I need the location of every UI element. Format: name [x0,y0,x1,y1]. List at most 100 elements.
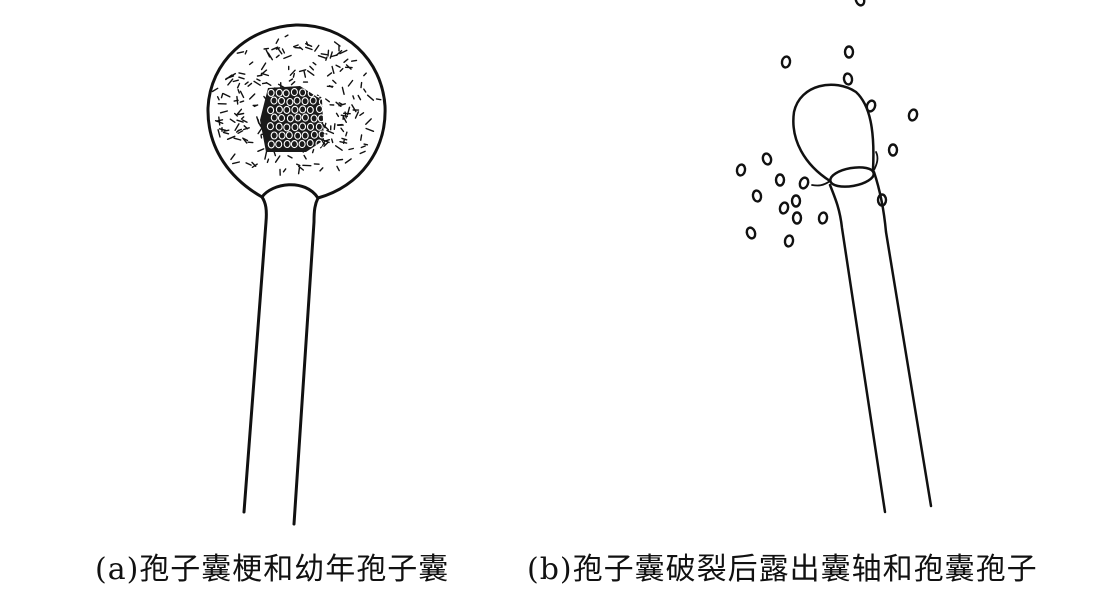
young-sporangium-outline [206,23,387,200]
spore-cell [282,89,290,98]
texture-stroke [253,104,259,108]
texture-stroke [219,110,228,114]
texture-stroke [282,168,287,173]
spore-cell [315,122,323,131]
texture-stroke [240,116,245,120]
texture-stroke [234,123,240,131]
texture-stroke [343,58,349,63]
texture-stroke [324,122,327,128]
texture-stroke [342,139,345,144]
spore-cell [314,89,322,98]
texture-stroke [335,112,340,118]
sporangiospore [778,201,790,215]
spore-cell [293,96,301,105]
texture-stroke [289,69,296,76]
texture-stroke [241,119,248,123]
texture-stroke [265,81,272,86]
texture-stroke [339,67,344,72]
spore-cell [267,106,275,115]
spore-cell [270,96,278,105]
texture-stroke [248,61,254,66]
texture-stroke [346,106,351,116]
texture-stroke [223,129,230,132]
texture-stroke [331,138,334,144]
sporangiospore [783,234,795,248]
sporangiospore [865,99,877,113]
caption-a: (a)孢子囊梗和幼年孢子囊 [95,552,450,587]
columella [792,83,875,183]
texture-stroke [256,78,261,82]
texture-stroke [257,148,265,152]
panel-a-drawing [206,23,387,526]
spore-cell [307,89,315,98]
texture-stroke [253,80,261,86]
texture-stroke [260,72,270,77]
texture-stroke [297,166,301,175]
texture-stroke [296,163,301,167]
texture-stroke [326,129,335,135]
texture-stroke [218,116,221,126]
texture-stroke [333,123,336,130]
texture-stroke [226,135,236,140]
texture-stroke [275,38,280,44]
sporangiospore [887,143,899,157]
spore-cell [291,123,299,132]
spore-cell [299,105,307,114]
collar-fringe-right [873,151,879,171]
sporangiospore [761,152,773,166]
texture-stroke [273,151,277,157]
texture-stroke [284,34,289,38]
texture-stroke [312,61,317,66]
texture-stroke [363,143,369,146]
texture-stroke [341,86,345,95]
spore-cell [301,113,309,122]
sporangiospore [907,108,919,122]
texture-stroke [292,72,295,78]
spore-cell [285,131,293,140]
spore-cell [277,96,286,105]
texture-stroke [239,100,245,103]
sporangiophore-left-wall [242,195,268,514]
spore-cell [301,131,309,140]
released-spores [735,0,919,248]
texture-stroke [363,72,367,77]
texture-stroke [351,104,357,113]
texture-stroke [309,65,315,71]
texture-stroke [305,46,313,51]
texture-stroke [260,134,263,139]
texture-stroke [360,145,366,149]
texture-stroke [331,65,335,74]
columella-dome [260,183,320,200]
texture-stroke [335,64,341,68]
sporangiospore [842,72,854,86]
texture-stroke [263,47,270,50]
spore-cell [306,139,314,148]
spore-cell [283,123,291,132]
texture-stroke [345,131,348,137]
texture-stroke [305,43,313,47]
texture-stroke [236,119,244,123]
texture-stroke [257,118,260,125]
texture-stroke [288,78,294,82]
texture-stroke [329,51,333,59]
texture-stroke [243,137,249,142]
texture-stroke [360,81,363,89]
sporangiophore-right-wall [292,196,320,526]
texture-stroke [229,118,236,123]
sporangiophore-b-left-wall [828,183,887,514]
texture-stroke [239,90,245,99]
spore-cell [286,114,294,123]
texture-stroke [352,95,355,100]
texture-stroke [359,150,366,155]
spore-cell [310,130,318,139]
sporangiospore [876,193,888,207]
texture-stroke [236,51,245,54]
sporangiospore [745,226,757,240]
sporangiospore [843,45,855,59]
caption-b: (b)孢子囊破裂后露出囊轴和孢囊孢子 [527,552,1038,587]
texture-stroke [345,64,352,70]
spore-cell [301,97,309,106]
texture-stroke [335,158,344,161]
texture-stroke [319,167,324,172]
texture-stroke [317,55,327,59]
